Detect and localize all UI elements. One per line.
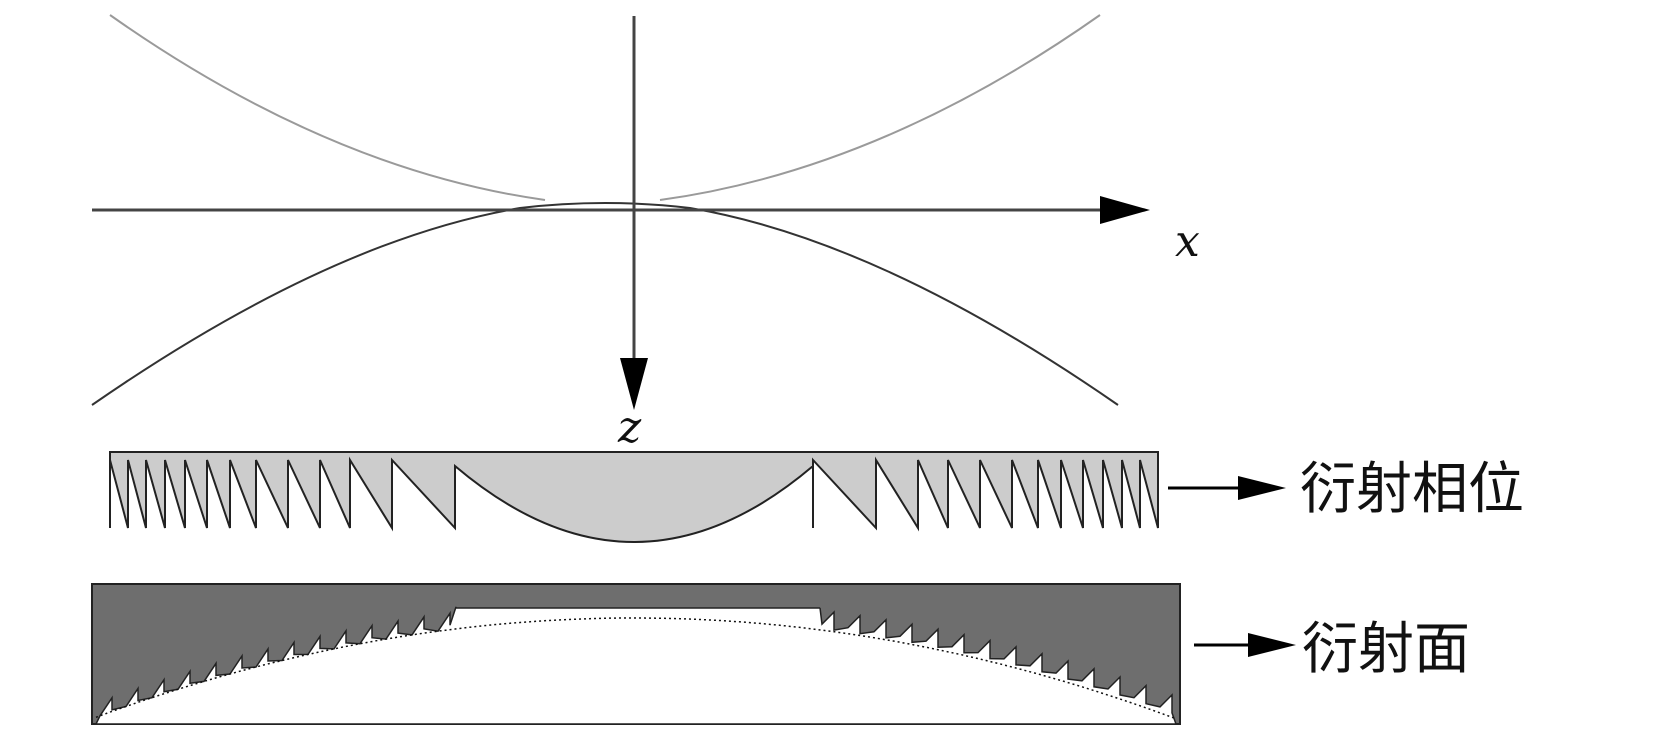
diffraction-surface-reference-curve bbox=[95, 617, 1177, 720]
upper-left-curve bbox=[109, 14, 546, 201]
upper-right-curve bbox=[659, 14, 1101, 201]
surface-label-arrowhead bbox=[1248, 633, 1296, 657]
diffraction-surface-steps bbox=[94, 606, 1178, 725]
diffraction-phase-label: 衍射相位 bbox=[1300, 457, 1524, 522]
x-axis-label: x bbox=[1175, 216, 1200, 267]
diffraction-phase-profile bbox=[109, 451, 1159, 543]
diffraction-surface-label: 衍射面 bbox=[1302, 617, 1470, 682]
z-axis-arrowhead bbox=[620, 358, 648, 410]
z-axis-label: z bbox=[617, 402, 642, 453]
phase-label-arrowhead bbox=[1238, 476, 1286, 500]
lower-curve bbox=[91, 202, 1119, 406]
x-axis-arrowhead bbox=[1100, 196, 1150, 224]
